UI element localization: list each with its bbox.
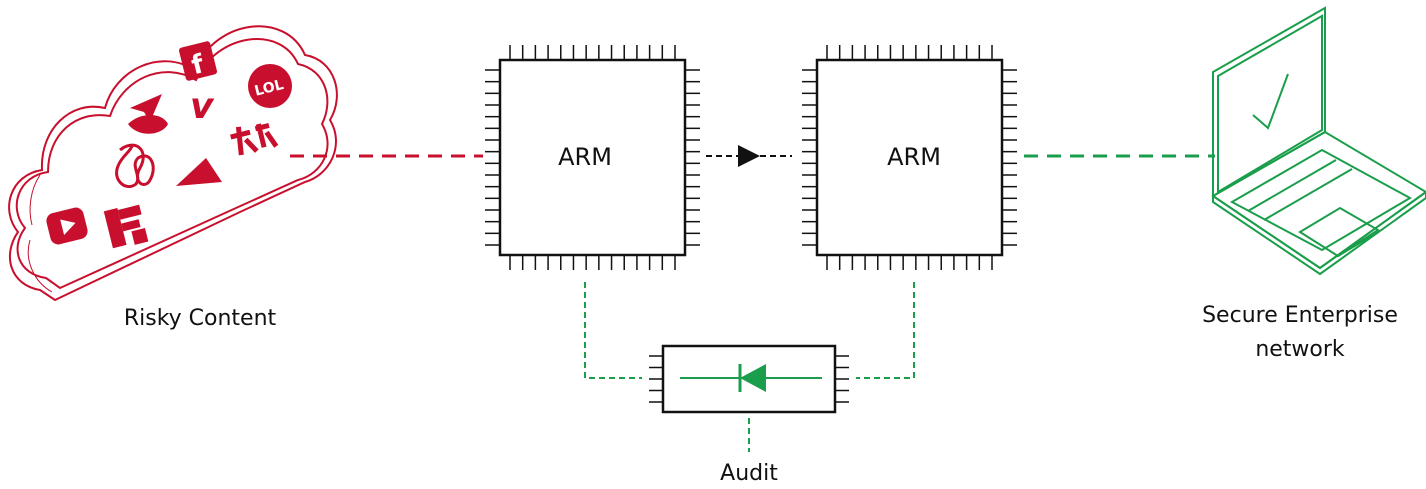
laptop-icon: [1211, 6, 1426, 276]
wedge-logo-icon: [176, 158, 222, 186]
audit-connectors: [584, 282, 915, 452]
glyph-logo-icon: [230, 123, 279, 156]
audit-box: [649, 344, 849, 414]
risky-content-label: Risky Content: [124, 306, 277, 331]
audit-label: Audit: [720, 461, 778, 486]
chip-right-label: ARM: [887, 143, 941, 171]
swirl-logo-icon: [115, 143, 155, 189]
ft-logo-icon: [103, 204, 149, 249]
cloud-front-outline: [15, 38, 329, 290]
diode-icon: [680, 364, 822, 392]
checkmark-icon: [1252, 73, 1289, 130]
lol-text: LOL: [253, 77, 285, 100]
chip-right: ARM: [802, 45, 1017, 270]
secure-network-label-line2: network: [1255, 337, 1345, 362]
chip-to-chip-connector: [706, 145, 792, 167]
chip-icon: [815, 58, 1004, 257]
youtube-icon: [46, 207, 88, 245]
vimeo-letter: v: [190, 86, 215, 127]
arrow-right-icon: [738, 145, 760, 167]
plane-logo-icon: [128, 94, 168, 134]
vimeo-icon: v: [190, 86, 215, 127]
chip-icon: [498, 58, 687, 257]
secure-network-label-line1: Secure Enterprise: [1202, 303, 1398, 328]
risky-content-cloud: f v LOL: [8, 25, 338, 302]
chip-left-label: ARM: [558, 143, 612, 171]
lol-icon: LOL: [248, 64, 292, 108]
chip-left: ARM: [485, 45, 700, 270]
facebook-icon: f: [178, 41, 218, 81]
